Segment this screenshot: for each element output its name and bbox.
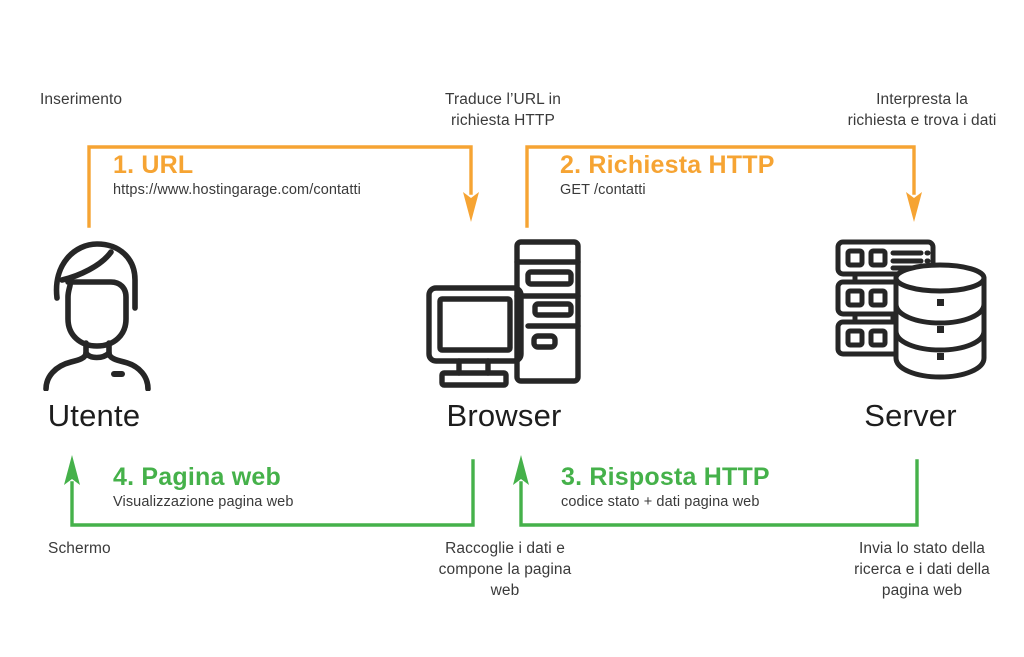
step-3-title: 3. Risposta HTTP [561, 463, 770, 491]
entity-label-browser: Browser [446, 398, 562, 433]
step-1-text-block: 1. URL https://www.hostingarage.com/cont… [113, 151, 361, 200]
step-1-subtitle: https://www.hostingarage.com/contatti [113, 182, 361, 198]
step-2-text-block: 2. Richiesta HTTP GET /contatti [560, 151, 775, 200]
user-icon [35, 236, 153, 391]
caption-raccoglie-dati: Raccoglie i dati e compone la pagina web [438, 540, 572, 599]
arrow-step-1 [80, 138, 480, 228]
entity-browser: Browser [424, 236, 584, 433]
server-database-icon [833, 236, 988, 391]
caption-traduce-url: Traduce l’URL in richiesta HTTP [445, 91, 561, 129]
step-2-title: 2. Richiesta HTTP [560, 151, 775, 179]
step-4-subtitle: Visualizzazione pagina web [113, 494, 294, 510]
step-3-text-block: 3. Risposta HTTP codice stato + dati pag… [561, 463, 770, 512]
step-4-text-block: 4. Pagina web Visualizzazione pagina web [113, 463, 293, 512]
arrow-step-4 [62, 453, 482, 533]
entity-label-server: Server [864, 398, 957, 433]
step-3-subtitle: codice stato + dati pagina web [561, 494, 760, 510]
entity-server: Server [833, 236, 988, 433]
desktop-computer-icon [424, 236, 584, 391]
caption-inserimento: Inserimento [40, 91, 123, 108]
step-2-subtitle: GET /contatti [560, 182, 646, 198]
entity-utente: Utente [35, 236, 153, 433]
caption-invia-stato: Invia lo stato della ricerca e i dati de… [854, 540, 990, 599]
arrow-step-2 [518, 138, 923, 228]
arrow-step-3 [511, 453, 926, 533]
step-4-title: 4. Pagina web [113, 463, 281, 491]
caption-schermo: Schermo [48, 540, 111, 557]
step-1-title: 1. URL [113, 151, 194, 179]
caption-interpreta-richiesta: Interpresta la richiesta e trova i dati [847, 91, 997, 129]
entity-label-utente: Utente [47, 398, 141, 433]
